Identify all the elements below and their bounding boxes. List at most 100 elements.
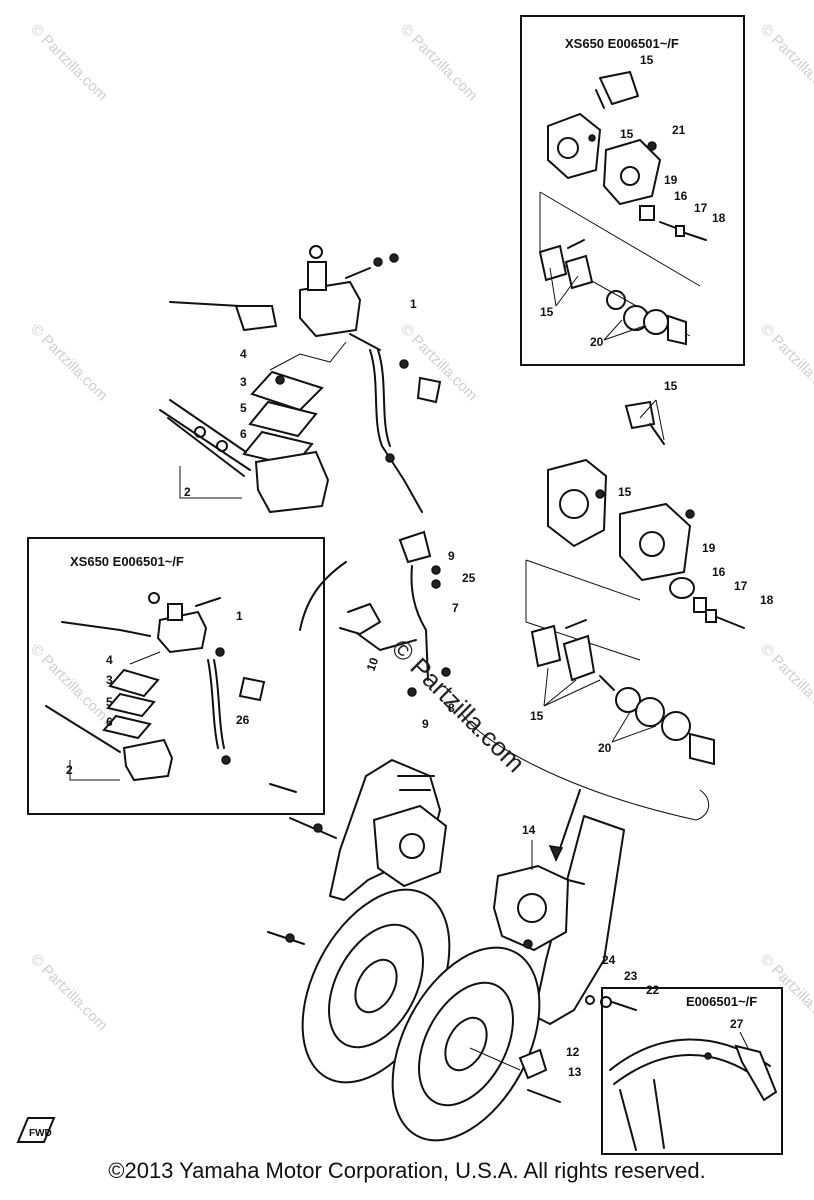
piston-kit [167, 399, 247, 477]
brake-pad-shim [564, 254, 594, 290]
callout-16: 16 [674, 189, 688, 203]
watermark: © Partzilla.com [757, 641, 814, 724]
callout-15: 15 [618, 485, 632, 499]
watermark: © Partzilla.com [757, 321, 814, 404]
callout-15: 15 [540, 305, 554, 319]
lock-washer [518, 1048, 548, 1080]
brake-hose-assembly: 9 25 7 10 8 9 [299, 349, 476, 731]
callout-leaders [69, 651, 161, 781]
hose-guide [339, 603, 381, 635]
callout-4: 4 [106, 653, 113, 667]
pin [649, 423, 665, 445]
disc-hub-right [418, 981, 514, 1107]
brake-pad-shim [562, 634, 596, 682]
caliper-port [620, 166, 640, 186]
mounting-bracket [195, 597, 221, 607]
callout-leaders [543, 667, 657, 743]
bolt-shaft [681, 231, 707, 241]
assembly-bracket [461, 713, 710, 821]
callout-1: 1 [410, 297, 417, 311]
master-cylinder-body-lower [254, 450, 330, 514]
diaphragm-cover [250, 370, 324, 412]
brake-discs: 12 13 [267, 888, 582, 1142]
watermark: © Partzilla.com [757, 951, 814, 1034]
pad-clip [565, 619, 587, 629]
pin-bracket [599, 71, 639, 105]
callout-27: 27 [730, 1017, 744, 1031]
callout-15: 15 [664, 379, 678, 393]
piston [667, 314, 687, 346]
dust-seal [643, 309, 669, 335]
reservoir-cap [167, 603, 183, 621]
watermark: © Partzilla.com [397, 21, 480, 104]
callout-6: 6 [106, 715, 113, 729]
brake-lever [61, 621, 151, 637]
brake-hose-upper-edge [377, 349, 391, 447]
callout-20: 20 [590, 335, 604, 349]
callout-16: 16 [712, 565, 726, 579]
mounting-bracket [345, 267, 371, 279]
joint-clamp [416, 376, 442, 404]
watermark: © Partzilla.com [27, 641, 110, 724]
pad-clip [567, 239, 585, 249]
disc-bolt [527, 1089, 561, 1103]
caliper-port [399, 833, 425, 859]
seal [194, 426, 206, 438]
piston-kit [45, 705, 121, 753]
lever-bracket [234, 305, 278, 332]
bolt [389, 253, 399, 263]
brake-disc-right [391, 946, 541, 1142]
fender-arc-inner [613, 1054, 761, 1085]
diaphragm-cover [108, 668, 160, 698]
disc-hub-left [328, 923, 424, 1049]
arrow-head [548, 845, 564, 862]
callout-13: 13 [568, 1065, 582, 1079]
hose-fitting [349, 333, 381, 351]
three-way-joint [398, 530, 432, 564]
bolt [595, 489, 605, 499]
screw [275, 375, 285, 385]
snap-ring [615, 687, 641, 713]
callout-1: 1 [236, 609, 243, 623]
caliper-port [639, 531, 665, 557]
disc-center-left [354, 958, 398, 1014]
callout-18: 18 [712, 211, 726, 225]
brake-hose [207, 659, 219, 749]
exploded-leader [525, 559, 641, 661]
lead-line [595, 89, 605, 109]
caliper-mount-bolt [611, 1001, 637, 1011]
callout-2: 2 [184, 485, 191, 499]
callout-leader [739, 1031, 749, 1049]
brake-pad [530, 624, 562, 668]
callout-leaders [639, 399, 665, 441]
watermark: © Partzilla.com [27, 951, 110, 1034]
fork-leg-right [533, 815, 625, 1025]
caliper-bolt [289, 817, 337, 839]
callout-25: 25 [462, 571, 476, 585]
callout-7: 7 [452, 601, 459, 615]
callout-19: 19 [702, 541, 716, 555]
variant-frame [601, 987, 783, 1155]
master-cylinder-body-lower [122, 738, 174, 782]
diaphragm-plate [106, 692, 156, 718]
callout-17: 17 [694, 201, 708, 215]
bleed-screw [523, 939, 533, 949]
top-right-variant-box: XS650 E006501~/F 15 15 21 19 16 17 18 [520, 15, 745, 366]
fwd-arrow-icon: FWD [14, 1112, 58, 1146]
callout-15: 15 [620, 127, 634, 141]
caliper-body [602, 138, 662, 206]
bleed-screw [685, 509, 695, 519]
callout-5: 5 [240, 401, 247, 415]
callout-23: 23 [624, 969, 638, 983]
bleed-screw [647, 141, 657, 151]
brake-hose-guide-10 [357, 633, 417, 651]
variant-title: XS650 E006501~/F [565, 36, 679, 51]
dust-seal [661, 711, 691, 741]
caliper-left [372, 804, 448, 888]
callout-leader [179, 466, 242, 499]
caliper-piston-bore [557, 137, 579, 159]
callout-4: 4 [240, 347, 247, 361]
cap-screw [309, 245, 323, 259]
fork-clamp [397, 775, 435, 791]
watermark: © Partzilla.com [757, 21, 814, 104]
